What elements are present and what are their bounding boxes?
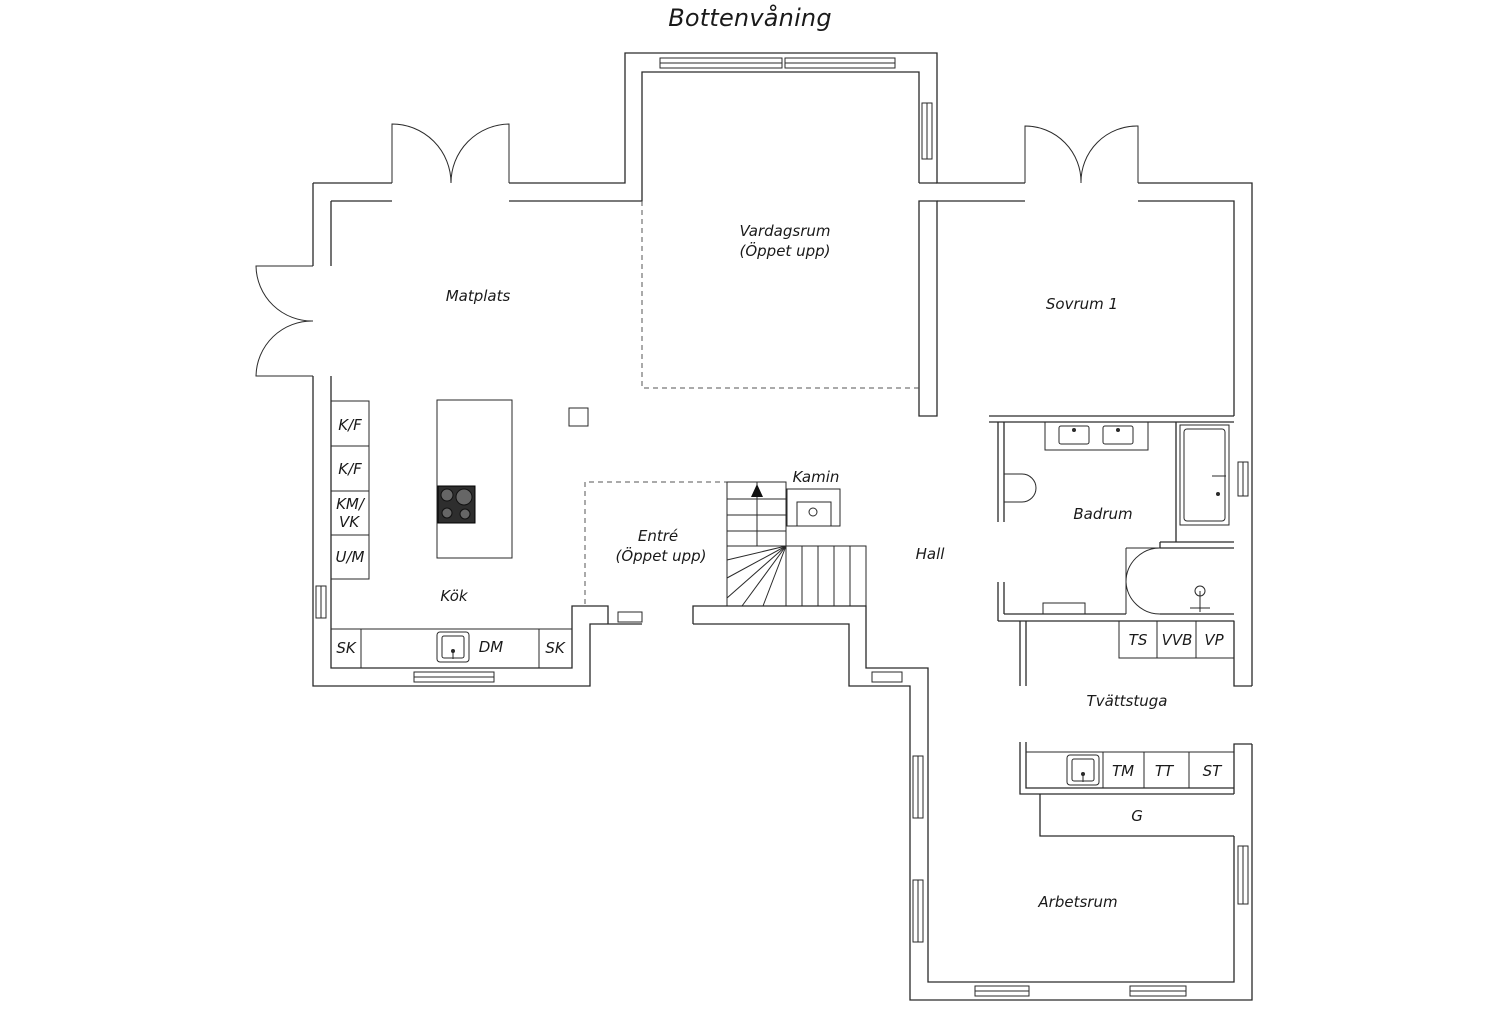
- label-sk-1: SK: [336, 639, 357, 657]
- outer-walls: [312, 52, 1253, 1001]
- label-kf-1: K/F: [338, 416, 362, 434]
- laundry-fixtures: [1025, 620, 1235, 789]
- label-badrum: Badrum: [1073, 505, 1132, 523]
- label-vardagsrum: Vardagsrum: [740, 222, 831, 240]
- label-matplats: Matplats: [446, 287, 511, 305]
- label-kmvk-sub: VK: [339, 513, 360, 531]
- label-dm: DM: [479, 638, 504, 656]
- label-kok: Kök: [440, 587, 468, 605]
- label-arbetsrum: Arbetsrum: [1037, 893, 1117, 911]
- label-kmvk: KM/: [336, 495, 366, 513]
- label-hall: Hall: [916, 545, 946, 563]
- label-tt: TT: [1155, 762, 1175, 780]
- fixture-labels: K/F K/F KM/ VK U/M SK DM SK TS VVB VP TM…: [336, 416, 1225, 825]
- label-vardagsrum-sub: (Öppet upp): [740, 241, 831, 260]
- label-ts: TS: [1129, 631, 1148, 649]
- fireplace: [786, 488, 841, 527]
- label-entre-sub: (Öppet upp): [616, 546, 707, 565]
- label-sk-2: SK: [545, 639, 566, 657]
- label-st: ST: [1203, 762, 1224, 780]
- staircase: [726, 481, 867, 607]
- label-kf-2: K/F: [338, 460, 362, 478]
- plan-title: Bottenvåning: [668, 4, 832, 32]
- bathroom-fixtures: [1004, 421, 1230, 615]
- label-sovrum: Sovrum 1: [1046, 295, 1118, 313]
- label-tm: TM: [1112, 762, 1134, 780]
- label-entre: Entré: [638, 527, 678, 545]
- label-kamin: Kamin: [793, 468, 840, 486]
- kitchen-fixtures: [330, 399, 589, 669]
- label-vp: VP: [1204, 631, 1224, 649]
- label-g: G: [1131, 807, 1143, 825]
- windows: [315, 57, 1249, 997]
- room-labels: Matplats Vardagsrum (Öppet upp) Sovrum 1…: [440, 222, 1167, 911]
- doors: [255, 123, 1161, 615]
- label-tvattstuga: Tvättstuga: [1087, 692, 1168, 710]
- label-vvb: VVB: [1162, 631, 1193, 649]
- label-um: U/M: [336, 548, 365, 566]
- open-above-outlines: [584, 201, 922, 604]
